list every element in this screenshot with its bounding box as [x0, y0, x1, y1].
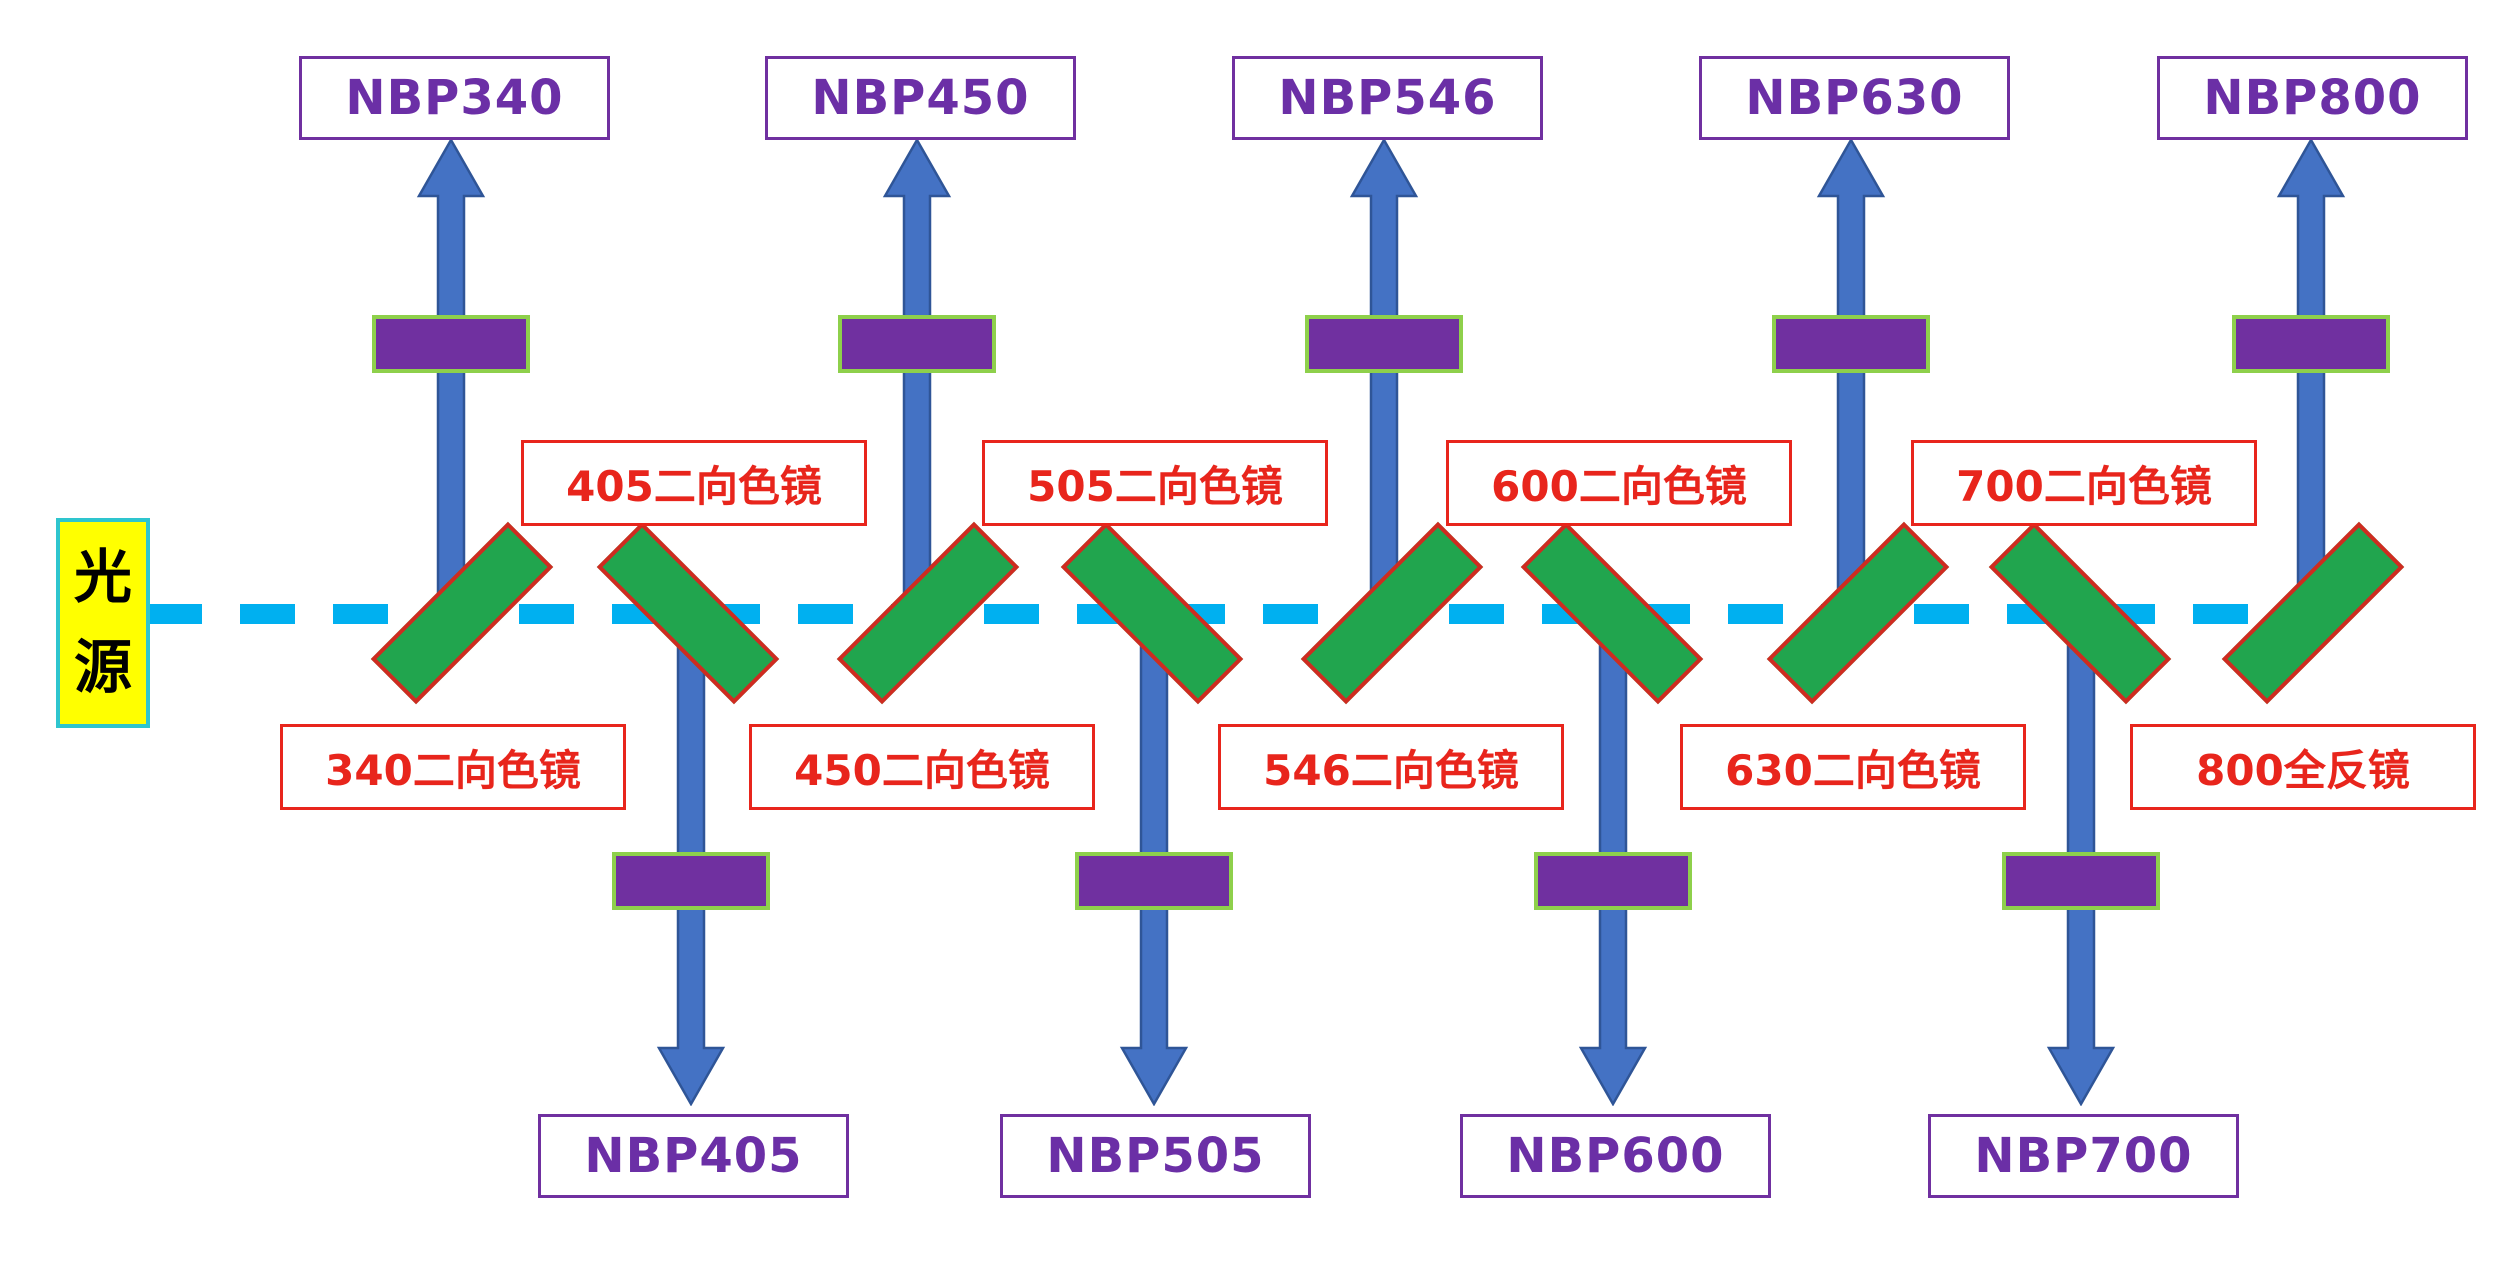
output-label-nbp800: NBP800	[2203, 70, 2422, 126]
output-box-nbp800: NBP800	[2157, 56, 2468, 140]
output-label-nbp405: NBP405	[584, 1128, 803, 1184]
output-box-nbp340: NBP340	[299, 56, 610, 140]
mirror-label-700: 700二向色镜	[1911, 440, 2257, 526]
beam-arrow-up-340	[416, 138, 486, 622]
output-label-nbp340: NBP340	[345, 70, 564, 126]
mirror-label-450: 450二向色镜	[749, 724, 1095, 810]
output-label-nbp505: NBP505	[1046, 1128, 1265, 1184]
output-box-nbp450: NBP450	[765, 56, 1076, 140]
filter-block-800	[2232, 315, 2390, 373]
filter-block-630	[1772, 315, 1930, 373]
mirror-label-405: 405二向色镜	[521, 440, 867, 526]
output-label-nbp600: NBP600	[1506, 1128, 1725, 1184]
mirror-label-800-text: 800全反镜	[2196, 745, 2410, 795]
mirror-label-405-text: 405二向色镜	[566, 461, 822, 511]
mirror-label-340-text: 340二向色镜	[325, 745, 581, 795]
mirror-label-340: 340二向色镜	[280, 724, 626, 810]
output-box-nbp630: NBP630	[1699, 56, 2010, 140]
light-source-label: 光源	[73, 543, 132, 701]
mirror-label-600: 600二向色镜	[1446, 440, 1792, 526]
output-box-nbp505: NBP505	[1000, 1114, 1311, 1198]
output-box-nbp600: NBP600	[1460, 1114, 1771, 1198]
mirror-label-600-text: 600二向色镜	[1491, 461, 1747, 511]
mirror-label-450-text: 450二向色镜	[794, 745, 1050, 795]
filter-block-600	[1534, 852, 1692, 910]
output-label-nbp546: NBP546	[1278, 70, 1497, 126]
output-label-nbp700: NBP700	[1974, 1128, 2193, 1184]
filter-block-450	[838, 315, 996, 373]
output-label-nbp630: NBP630	[1745, 70, 1964, 126]
light-source-box: 光源	[56, 518, 150, 728]
output-box-nbp700: NBP700	[1928, 1114, 2239, 1198]
mirror-label-546: 546二向色镜	[1218, 724, 1564, 810]
filter-block-505	[1075, 852, 1233, 910]
mirror-label-700-text: 700二向色镜	[1956, 461, 2212, 511]
filter-block-700	[2002, 852, 2160, 910]
mirror-label-630: 630二向色镜	[1680, 724, 2026, 810]
mirror-label-546-text: 546二向色镜	[1263, 745, 1519, 795]
mirror-label-505: 505二向色镜	[982, 440, 1328, 526]
filter-block-546	[1305, 315, 1463, 373]
beam-arrow-up-450	[882, 138, 952, 622]
filter-block-405	[612, 852, 770, 910]
output-label-nbp450: NBP450	[811, 70, 1030, 126]
filter-block-340	[372, 315, 530, 373]
output-box-nbp405: NBP405	[538, 1114, 849, 1198]
mirror-label-630-text: 630二向色镜	[1725, 745, 1981, 795]
mirror-label-800: 800全反镜	[2130, 724, 2476, 810]
mirror-label-505-text: 505二向色镜	[1027, 461, 1283, 511]
output-box-nbp546: NBP546	[1232, 56, 1543, 140]
